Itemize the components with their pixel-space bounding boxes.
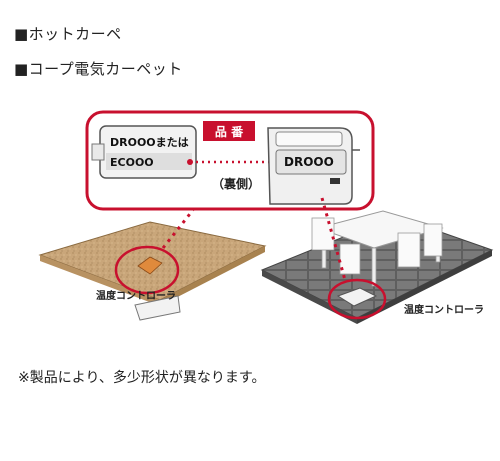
- hot-carpet-drawing: [38, 209, 267, 321]
- shape-variation-note: ※製品により、多少形状が異なります。: [18, 370, 266, 386]
- controller-back-view: DROOO: [267, 127, 360, 205]
- heading-hot-carpet: ■ホットカーペ: [14, 25, 122, 43]
- right-model-text: DROOO: [284, 155, 334, 169]
- model-badge-text: 品 番: [215, 124, 244, 139]
- right-controller-label: 温度コントローラ: [404, 303, 484, 316]
- left-controller-label: 温度コントローラ: [96, 289, 176, 302]
- label-plate-left: DROOOまたは ECOOO: [91, 125, 197, 179]
- heading-coop-electric-carpet: ■コープ電気カーペット: [14, 60, 183, 78]
- model-number-callout: DROOOまたは ECOOO 品 番 （裏側） DROOO: [85, 110, 375, 211]
- back-side-label: （裏側）: [212, 176, 260, 191]
- model-badge: [203, 121, 255, 141]
- coop-carpet-drawing: [260, 197, 494, 324]
- left-controller-highlight: [114, 245, 180, 295]
- right-controller-highlight: [327, 278, 387, 320]
- left-model-text-1: DROOOまたは: [110, 136, 189, 149]
- left-model-text-2: ECOOO: [110, 156, 154, 169]
